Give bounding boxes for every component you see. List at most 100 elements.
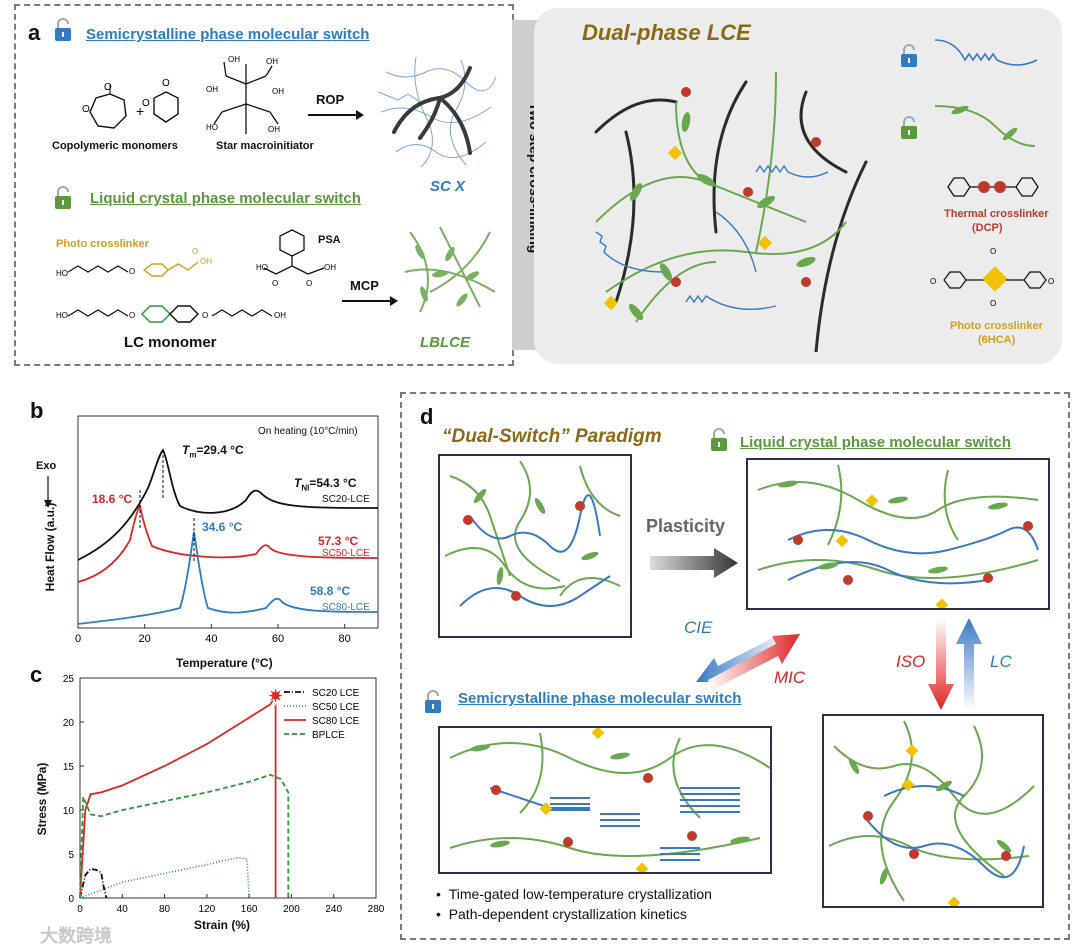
svg-text:O: O bbox=[202, 311, 208, 320]
svg-text:OH: OH bbox=[206, 85, 218, 94]
lc-chain-legend bbox=[934, 105, 1036, 147]
dsc-x-tick-label: 60 bbox=[272, 633, 284, 645]
svg-text:O: O bbox=[990, 247, 996, 256]
svg-text:O: O bbox=[306, 279, 312, 288]
d-sc-switch-title: Semicrystalline phase molecular switch bbox=[458, 690, 742, 707]
legend-label: SC20 LCE bbox=[312, 688, 360, 699]
mcp-label: MCP bbox=[350, 278, 379, 293]
dsc-y-label: Heat Flow (a.u.) bbox=[43, 502, 57, 592]
photo-crosslinker-structure: HO O OHO bbox=[56, 247, 212, 278]
copolymeric-monomers-structure: O O + O O bbox=[82, 78, 179, 129]
dsc-x-tick-label: 0 bbox=[75, 633, 81, 645]
stress-y-tick-label: 15 bbox=[63, 762, 75, 773]
svg-text:O: O bbox=[104, 82, 112, 93]
sc20-curve bbox=[77, 448, 379, 561]
bullet-1: • Time-gated low-temperature crystalliza… bbox=[436, 886, 712, 902]
svg-text:OH: OH bbox=[266, 57, 278, 66]
svg-text:O: O bbox=[162, 78, 170, 89]
network-box-sc bbox=[438, 726, 772, 874]
iso-network-illustration bbox=[828, 720, 1035, 906]
psa-structure: HO OH O O bbox=[256, 229, 336, 288]
thermal-crosslinker-label: Thermal crosslinker bbox=[944, 208, 1049, 220]
lock-open-blue-icon-3 bbox=[425, 690, 441, 713]
scx-label: SC X bbox=[430, 178, 466, 195]
tni-symbol: T bbox=[294, 476, 302, 490]
stress-x-tick-label: 200 bbox=[283, 904, 300, 915]
plasticity-label: Plasticity bbox=[646, 516, 726, 536]
lock-open-blue-icon bbox=[55, 18, 71, 41]
on-heating-label: On heating (10°C/min) bbox=[258, 426, 358, 437]
bullet-2-text: Path-dependent crystallization kinetics bbox=[448, 906, 687, 922]
stress-x-tick-label: 240 bbox=[325, 904, 342, 915]
svg-text:O: O bbox=[272, 279, 278, 288]
peak-346-label: 34.6 °C bbox=[202, 520, 243, 534]
stress-x-tick-label: 80 bbox=[159, 904, 171, 915]
panel-c-letter: c bbox=[30, 662, 43, 687]
legend-label: BPLCE bbox=[312, 730, 345, 741]
peak-588-label: 58.8 °C bbox=[310, 584, 351, 598]
mic-label: MIC bbox=[774, 668, 806, 687]
bullet-2: • Path-dependent crystallization kinetic… bbox=[436, 906, 687, 922]
cie-label: CIE bbox=[684, 618, 713, 637]
panel-d-frame bbox=[400, 392, 1070, 940]
tm-subscript: m bbox=[189, 450, 197, 460]
svg-text:O: O bbox=[129, 267, 135, 276]
stress-plot-frame bbox=[79, 677, 377, 899]
legend-label: SC80 LCE bbox=[312, 716, 360, 727]
svg-text:O: O bbox=[142, 98, 150, 109]
rop-arrow-icon bbox=[308, 110, 364, 120]
stress-y-tick-label: 10 bbox=[63, 806, 75, 817]
svg-text:OH: OH bbox=[200, 257, 212, 266]
svg-text:HO: HO bbox=[256, 263, 268, 272]
lock-open-green-icon bbox=[55, 186, 71, 209]
peak-573-label: 57.3 °C bbox=[318, 534, 359, 548]
svg-text:O: O bbox=[930, 277, 936, 286]
tm-symbol: T bbox=[182, 443, 190, 457]
sc-chain-legend bbox=[934, 39, 1038, 66]
stress-y-tick-label: 5 bbox=[68, 850, 74, 861]
exo-label: Exo bbox=[36, 460, 57, 472]
psa-label: PSA bbox=[318, 234, 341, 246]
lc-monomer-label: LC monomer bbox=[124, 334, 217, 351]
stress-x-tick-label: 160 bbox=[241, 904, 258, 915]
network-box-lc bbox=[746, 458, 1050, 610]
panel-a-letter: a bbox=[28, 20, 41, 45]
dsc-x-tick-label: 40 bbox=[205, 633, 217, 645]
stress-series-sc20-lce bbox=[79, 868, 108, 899]
svg-text:O: O bbox=[82, 104, 90, 115]
stress-x-tick-label: 0 bbox=[77, 904, 83, 915]
tni-value: =54.3 °C bbox=[309, 476, 357, 490]
lc-network-illustration bbox=[757, 464, 1039, 608]
break-star-icon bbox=[264, 684, 287, 707]
iso-label: ISO bbox=[896, 652, 926, 671]
dsc-x-tick-label: 20 bbox=[139, 633, 151, 645]
lblce-label: LBLCE bbox=[420, 334, 470, 351]
svg-text:OH: OH bbox=[274, 311, 286, 320]
svg-text:HO: HO bbox=[56, 311, 68, 320]
initial-network-illustration bbox=[444, 460, 621, 607]
bullet-list: • Time-gated low-temperature crystalliza… bbox=[436, 884, 712, 924]
stress-series-sc50-lce bbox=[79, 856, 250, 899]
watermark: 大数跨境 bbox=[40, 926, 112, 946]
stress-y-tick-label: 25 bbox=[63, 674, 75, 685]
sc-network-illustration bbox=[377, 56, 497, 168]
hca-label: (6HCA) bbox=[978, 334, 1016, 346]
tm-value: =29.4 °C bbox=[196, 443, 244, 457]
svg-text:OH: OH bbox=[324, 263, 336, 272]
photo-crosslinker-right-label: Photo crosslinker bbox=[950, 320, 1043, 332]
paradigm-title: “Dual-Switch” Paradigm bbox=[442, 426, 662, 447]
mcp-arrow-icon bbox=[342, 296, 398, 306]
svg-text:O: O bbox=[129, 311, 135, 320]
tni-annotation: TNI=54.3 °C bbox=[294, 476, 357, 492]
svg-text:OH: OH bbox=[228, 55, 240, 64]
stress-series-bplce bbox=[79, 773, 290, 899]
tni-subscript: NI bbox=[301, 483, 310, 493]
dcp-structure bbox=[947, 177, 1039, 197]
dsc-plot-frame bbox=[77, 415, 379, 629]
lock-open-green-icon-2 bbox=[901, 116, 917, 139]
lblce-network-illustration bbox=[404, 226, 496, 313]
sc80-curve bbox=[77, 531, 379, 625]
lock-open-green-icon-3 bbox=[711, 428, 727, 451]
iso-lc-arrows-icon bbox=[928, 618, 982, 710]
